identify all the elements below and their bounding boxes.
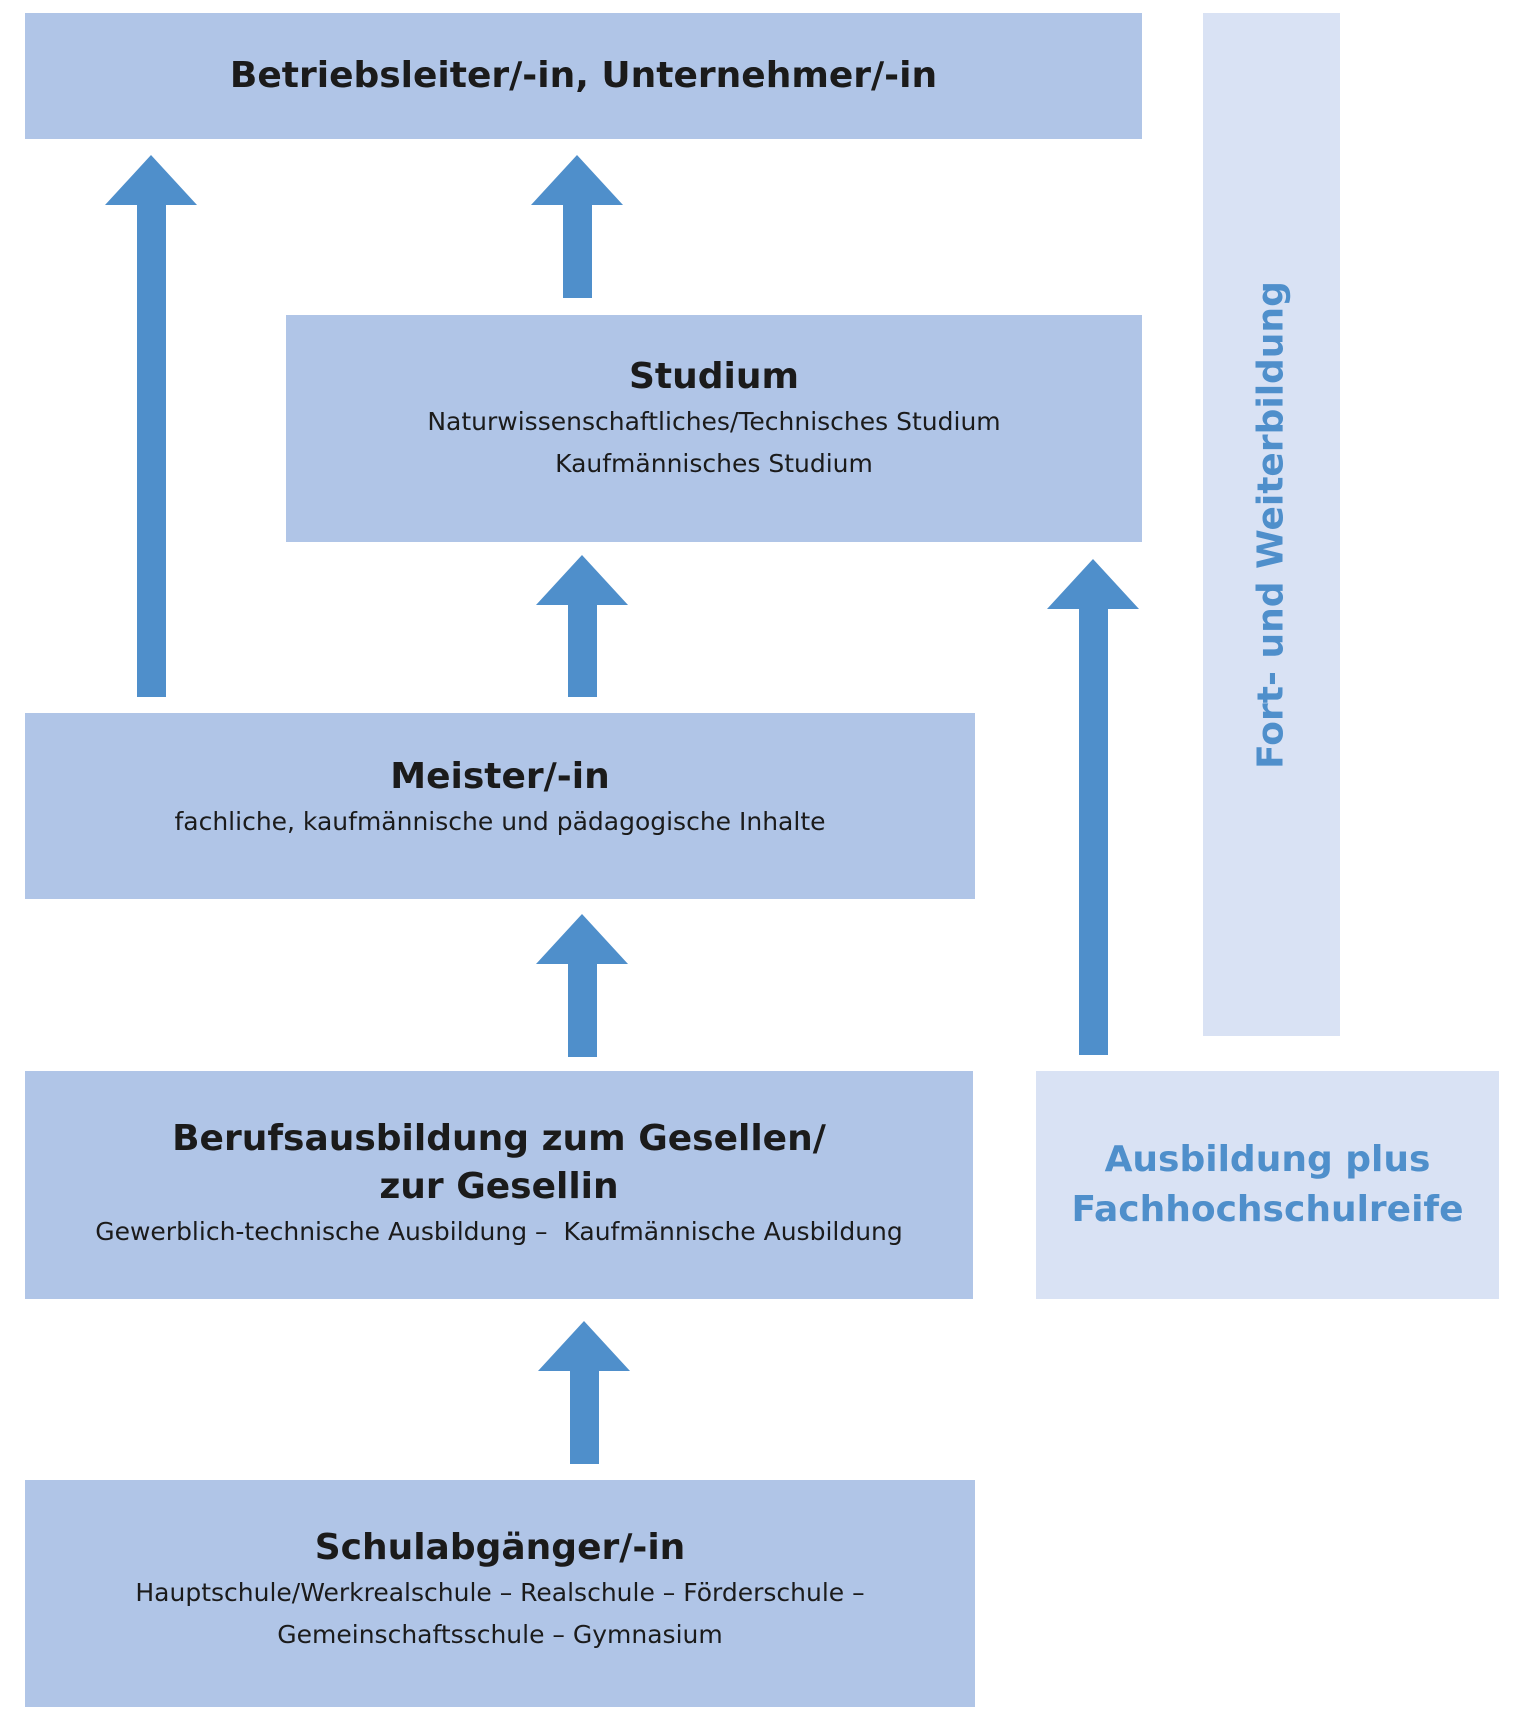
box-berufsausbildung-title-1: Berufsausbildung zum Gesellen/: [172, 1118, 826, 1159]
box-betriebsleiter-title: Betriebsleiter/-in, Unternehmer/-in: [229, 55, 938, 96]
arrow-schulabgaenger-to-berufsausbildung: [538, 1321, 630, 1464]
box-schulabgaenger-title: Schulabgänger/-in: [314, 1527, 686, 1568]
box-studium-title: Studium: [628, 356, 799, 397]
box-studium-line-2: Kaufmännisches Studium: [555, 449, 873, 478]
box-schulabgaenger: Schulabgänger/-in Hauptschule/Werkrealsc…: [25, 1480, 975, 1707]
box-berufsausbildung-title-2: zur Gesellin: [379, 1166, 619, 1207]
arrow-berufsausbildung-to-meister: [536, 914, 628, 1057]
box-meister-title: Meister/-in: [390, 756, 610, 797]
box-berufsausbildung: Berufsausbildung zum Gesellen/ zur Gesel…: [25, 1071, 973, 1299]
box-meister: Meister/-in fachliche, kaufmännische und…: [25, 713, 975, 899]
box-schulabgaenger-line-2: Gemeinschaftsschule – Gymnasium: [277, 1620, 723, 1649]
fort-weiterbildung-bar: [1203, 13, 1340, 1036]
box-betriebsleiter: Betriebsleiter/-in, Unternehmer/-in: [25, 13, 1142, 139]
arrow-ausbildung-plus-to-studium: [1047, 559, 1139, 1055]
box-studium-line-1: Naturwissenschaftliches/Technisches Stud…: [427, 407, 1001, 436]
box-meister-line-1: fachliche, kaufmännische und pädagogisch…: [174, 807, 826, 836]
box-ausbildung-plus-line-2: Fachhochschulreife: [1071, 1189, 1464, 1230]
box-studium: Studium Naturwissenschaftliches/Technisc…: [286, 315, 1142, 542]
arrow-studium-to-betriebsleiter: [531, 155, 623, 298]
box-ausbildung-plus-line-1: Ausbildung plus: [1104, 1139, 1431, 1180]
arrow-meister-to-betriebsleiter: [105, 155, 197, 697]
box-ausbildung-plus: Ausbildung plus Fachhochschulreife: [1036, 1071, 1499, 1299]
arrow-meister-to-studium: [536, 555, 628, 697]
box-berufsausbildung-line-1: Gewerblich-technische Ausbildung – Kaufm…: [95, 1217, 903, 1246]
box-schulabgaenger-line-1: Hauptschule/Werkrealschule – Realschule …: [135, 1578, 865, 1607]
